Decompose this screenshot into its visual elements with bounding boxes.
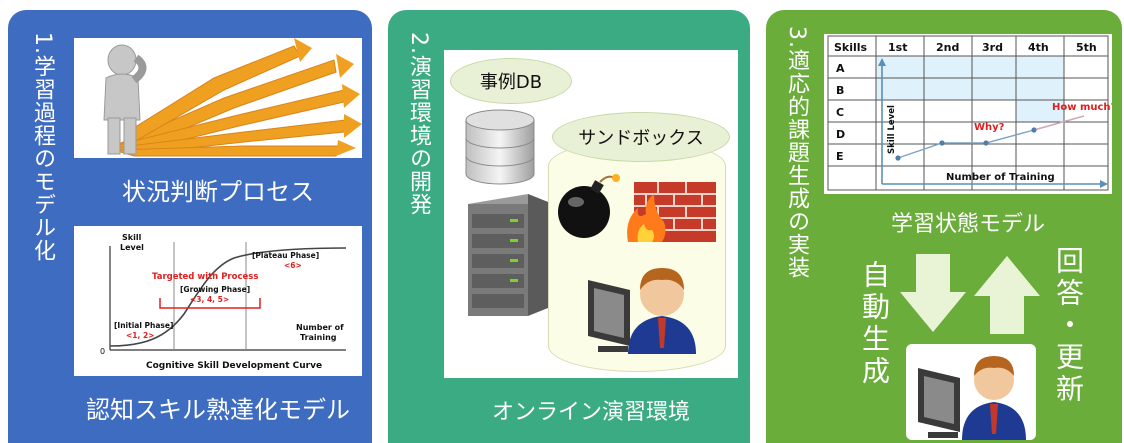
user-at-computer-icon <box>918 356 1026 440</box>
table-y-axis-label: Skill Level <box>887 105 897 154</box>
plateau-phase: [Plateau Phase] <box>252 251 319 260</box>
arrow-down-icon <box>900 254 966 332</box>
panel-adaptive-task-generation: 3.適応的課題生成の実装 Skills <box>766 10 1122 443</box>
growing-phase: [Growing Phase] <box>180 285 250 294</box>
s-curve <box>109 247 347 347</box>
answer-update-label: 回答・更新 <box>1052 246 1085 406</box>
user-at-computer-icon <box>588 268 696 354</box>
bomb-icon <box>558 174 620 238</box>
table-header-1st: 1st <box>888 41 907 54</box>
target-bracket <box>159 298 261 309</box>
online-environment-caption: オンライン演習環境 <box>491 400 690 425</box>
decision-image <box>74 38 362 158</box>
panel2-title: 2.演習環境の開発 <box>406 32 431 216</box>
learning-state-caption: 学習状態モデル <box>890 212 1045 237</box>
learning-state-table: Skills 1st 2nd 3rd 4th 5th A B C D E Ski… <box>824 34 1117 194</box>
sandbox-label: サンドボックス <box>552 112 730 162</box>
case-db-label: 事例DB <box>450 58 572 104</box>
learner-image <box>906 344 1036 440</box>
initial-phase: [Initial Phase] <box>114 321 173 330</box>
initial-phase-sub: <1, 2> <box>126 331 154 340</box>
progress-point <box>1031 127 1037 133</box>
curve-chart-title: Cognitive Skill Development Curve <box>146 361 322 371</box>
panel-exercise-environment: 2.演習環境の開発 事例DB サンドボックス <box>388 10 750 443</box>
server-icon <box>468 194 548 316</box>
progress-point <box>939 140 945 146</box>
curve-xlabel-1: Number of <box>296 323 344 332</box>
table-row-d: D <box>836 128 845 141</box>
curve-xlabel-2: Training <box>300 333 337 342</box>
table-header-2nd: 2nd <box>936 41 959 54</box>
curve-ylabel-2: Level <box>120 243 144 252</box>
firewall-icon <box>627 182 716 242</box>
table-row-b: B <box>836 84 844 97</box>
progress-point <box>983 140 989 146</box>
curve-origin: 0 <box>100 347 105 356</box>
panel-learning-process-modeling: 1.学習過程のモデル化 状 <box>8 10 372 443</box>
how-much-annotation: How much? <box>1052 102 1112 113</box>
table-row-e: E <box>836 150 844 163</box>
table-x-axis-label: Number of Training <box>946 172 1055 183</box>
table-row-a: A <box>836 62 845 75</box>
situation-judgment-caption: 状況判断プロセス <box>122 178 314 206</box>
auto-generation-label: 自動生成 <box>858 260 891 388</box>
panel3-title: 3.適応的課題生成の実装 <box>784 26 809 279</box>
table-header-skills: Skills <box>834 41 868 54</box>
arrow-up-icon <box>974 256 1040 334</box>
curve-ylabel-1: Skill <box>122 233 142 242</box>
target-label: Targeted with Process <box>152 272 258 282</box>
table-header-3rd: 3rd <box>982 41 1003 54</box>
thinking-person-arrows-icon <box>103 38 362 157</box>
table-row-c: C <box>836 106 844 119</box>
progress-point <box>895 155 901 161</box>
plateau-phase-sub: <6> <box>284 261 302 270</box>
why-annotation: Why? <box>974 122 1005 133</box>
panel1-title: 1.学習過程のモデル化 <box>30 32 55 262</box>
growing-phase-sub: <3, 4, 5> <box>190 295 229 304</box>
table-header-4th: 4th <box>1028 41 1049 54</box>
skill-model-caption: 認知スキル熟達化モデル <box>86 396 350 424</box>
database-icon <box>465 109 535 185</box>
skill-curve-chart: Skill Level Targeted with Process [Growi… <box>74 226 362 376</box>
table-header-5th: 5th <box>1076 41 1097 54</box>
